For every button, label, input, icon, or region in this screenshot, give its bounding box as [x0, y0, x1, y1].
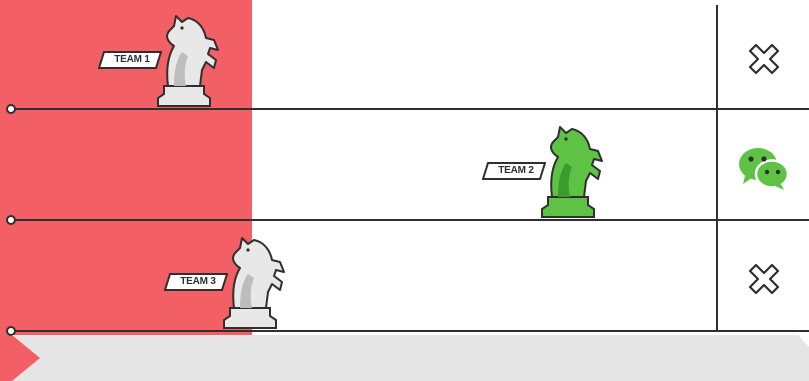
lane-start-dot-2: [6, 215, 16, 225]
runner-team-3: TEAM 3: [164, 232, 304, 332]
wechat-icon: [737, 146, 791, 192]
status-team-3: [718, 226, 809, 331]
team-label: TEAM 2: [490, 164, 542, 178]
team-label-tag: TEAM 2: [482, 162, 546, 180]
lane-line-3: [10, 330, 809, 332]
team-label: TEAM 1: [106, 53, 158, 67]
team-label-tag: TEAM 3: [164, 273, 228, 291]
track-bar: [0, 335, 809, 381]
x-icon: [747, 42, 781, 76]
runner-team-2: TEAM 2: [482, 121, 622, 221]
runner-team-1: TEAM 1: [98, 10, 238, 110]
team-label: TEAM 3: [172, 275, 224, 289]
status-team-2: [718, 116, 809, 221]
x-icon: [747, 262, 781, 296]
lane-line-2: [10, 219, 809, 221]
status-team-1: [718, 6, 809, 111]
lane-start-dot-1: [6, 104, 16, 114]
team-label-tag: TEAM 1: [98, 51, 162, 69]
